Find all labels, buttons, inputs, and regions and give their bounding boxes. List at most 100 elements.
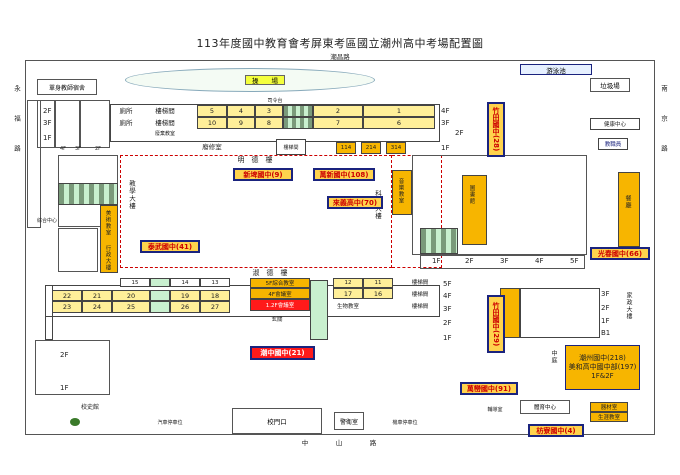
exam-site-chaozhong-21: 潮中國中(21) xyxy=(250,346,315,360)
room-2: 2 xyxy=(313,105,363,117)
running-track xyxy=(125,68,375,92)
west-block-b xyxy=(55,100,80,148)
room-6: 6 xyxy=(363,117,435,129)
south-stair-3: 樓梯間 xyxy=(411,304,429,310)
room-19: 19 xyxy=(170,290,200,301)
east-2f: 2F xyxy=(465,257,474,265)
exam-site-zhutian-28: 竹田國中(28) xyxy=(487,102,505,157)
room-24: 24 xyxy=(82,301,112,313)
stairwell-west xyxy=(58,183,118,205)
west-column xyxy=(27,100,41,228)
counsel-center: 輔導室 xyxy=(487,407,503,413)
room-214: 214 xyxy=(361,142,381,154)
room-26: 26 xyxy=(170,301,200,313)
room-114: 114 xyxy=(336,142,356,154)
south-3f: 3F xyxy=(443,305,452,313)
north-4f: 4F xyxy=(441,107,450,115)
teacher-dorm: 單身教師宿舍 xyxy=(37,79,97,95)
room-8: 8 xyxy=(255,117,283,129)
room-22: 22 xyxy=(52,290,82,301)
library-box xyxy=(462,175,487,245)
room-7: 7 xyxy=(313,117,363,129)
north-stairs-1: 樓梯間 xyxy=(155,107,175,115)
stairwell-east xyxy=(420,228,458,254)
exam-site-wanluan-91: 萬巒國中(91) xyxy=(460,382,518,395)
room-25: 25 xyxy=(112,301,150,313)
room-9: 9 xyxy=(227,117,255,129)
room-11: 11 xyxy=(363,278,393,288)
west-block-a xyxy=(37,100,55,148)
room-15: 15 xyxy=(120,278,150,287)
he-b1: B1 xyxy=(601,329,611,337)
north-3f: 3F xyxy=(441,119,450,127)
road-west: 永 福 路 xyxy=(12,85,21,153)
east-bldg xyxy=(412,155,587,255)
south-green-2 xyxy=(150,290,170,301)
health-center: 健康中心 xyxy=(590,118,640,130)
room-314: 314 xyxy=(386,142,406,154)
room-3: 3 xyxy=(255,105,283,117)
north-stair-core-2 xyxy=(283,117,313,129)
south-stair-1: 樓梯間 xyxy=(411,280,429,286)
south-5f: 5F xyxy=(443,280,452,288)
exam-site-fangliao-4: 枋寮國中(4) xyxy=(528,424,584,437)
east-3f: 3F xyxy=(500,257,509,265)
room-5: 5 xyxy=(197,105,227,117)
big-box-line2: 美和高中國中部(197) xyxy=(568,362,637,371)
swimming-pool: 游泳池 xyxy=(520,64,592,75)
courtyard-label: 中庭 xyxy=(550,350,557,364)
north-1f: 1F xyxy=(441,144,450,152)
home-ec-block xyxy=(520,288,600,338)
exam-site-wanxin-108: 萬新國中(108) xyxy=(313,168,375,181)
south-green-stair xyxy=(310,280,328,340)
room-12: 12 xyxy=(333,278,363,288)
canteen-label: 餐廳 xyxy=(624,195,631,209)
career-room: 生涯教室 xyxy=(590,412,628,422)
sw-2f: 2F xyxy=(60,351,69,359)
exam-site-xinpi-9: 新埤國中(9) xyxy=(233,168,293,181)
south-2f: 2F xyxy=(443,319,452,327)
west-lower-rooms xyxy=(58,228,98,272)
north-toilet-2: 廁所 xyxy=(119,119,133,127)
east-1f: 1F xyxy=(432,257,441,265)
north-toilet-1: 廁所 xyxy=(119,107,133,115)
he-3f: 3F xyxy=(601,290,610,298)
east-library-label: 圖書館 xyxy=(468,185,475,205)
south-hall: 玄關 xyxy=(271,317,283,323)
north-bldg-name: 明 德 樓 xyxy=(237,156,273,164)
music-room-box xyxy=(392,170,412,215)
road-south: 中 山 路 xyxy=(301,439,379,447)
art-room-label: 美術教室 xyxy=(104,210,111,236)
history-hall: 校史館 xyxy=(80,404,99,411)
he-1f: 1F xyxy=(601,317,610,325)
room-21: 21 xyxy=(82,290,112,301)
staff-room: 教職員 xyxy=(598,138,628,150)
south-4f: 4F xyxy=(443,292,452,300)
south-west-stub xyxy=(45,285,53,340)
south-lab: 生物教室 xyxy=(336,304,359,310)
room-14: 14 xyxy=(170,278,200,287)
canteen-box xyxy=(618,172,640,247)
north-office: 樓梯間 xyxy=(276,139,306,155)
sw-1f: 1F xyxy=(60,384,69,392)
big-exam-box: 潮州國中(218) 美和高中國中部(197) 1F&2F xyxy=(565,345,640,390)
north-2f: 2F xyxy=(455,129,464,137)
exam-zone-north xyxy=(120,155,392,268)
orange-room-west xyxy=(100,205,118,273)
moto-parking: 機車停車位 xyxy=(392,420,418,426)
exam-site-guangchun-66: 光春國中(66) xyxy=(590,247,650,260)
north-stair-core xyxy=(283,105,313,117)
north-utility: 廢棄教室 xyxy=(154,131,175,137)
room-4: 4 xyxy=(227,105,255,117)
big-box-line3: 1F&2F xyxy=(591,372,614,381)
room-1: 1 xyxy=(363,105,435,117)
exam-site-laiyi-70: 來義高中(70) xyxy=(327,196,383,209)
south-green-1 xyxy=(150,278,170,287)
map-title: 113年度國中教育會考屏東考區國立潮州高中考場配置圖 xyxy=(196,37,484,50)
east-floor-row xyxy=(420,255,585,269)
he-2f: 2F xyxy=(601,304,610,312)
room-27: 27 xyxy=(200,301,230,313)
west-block-c xyxy=(80,100,110,148)
big-box-line1: 潮州國中(218) xyxy=(579,353,626,362)
